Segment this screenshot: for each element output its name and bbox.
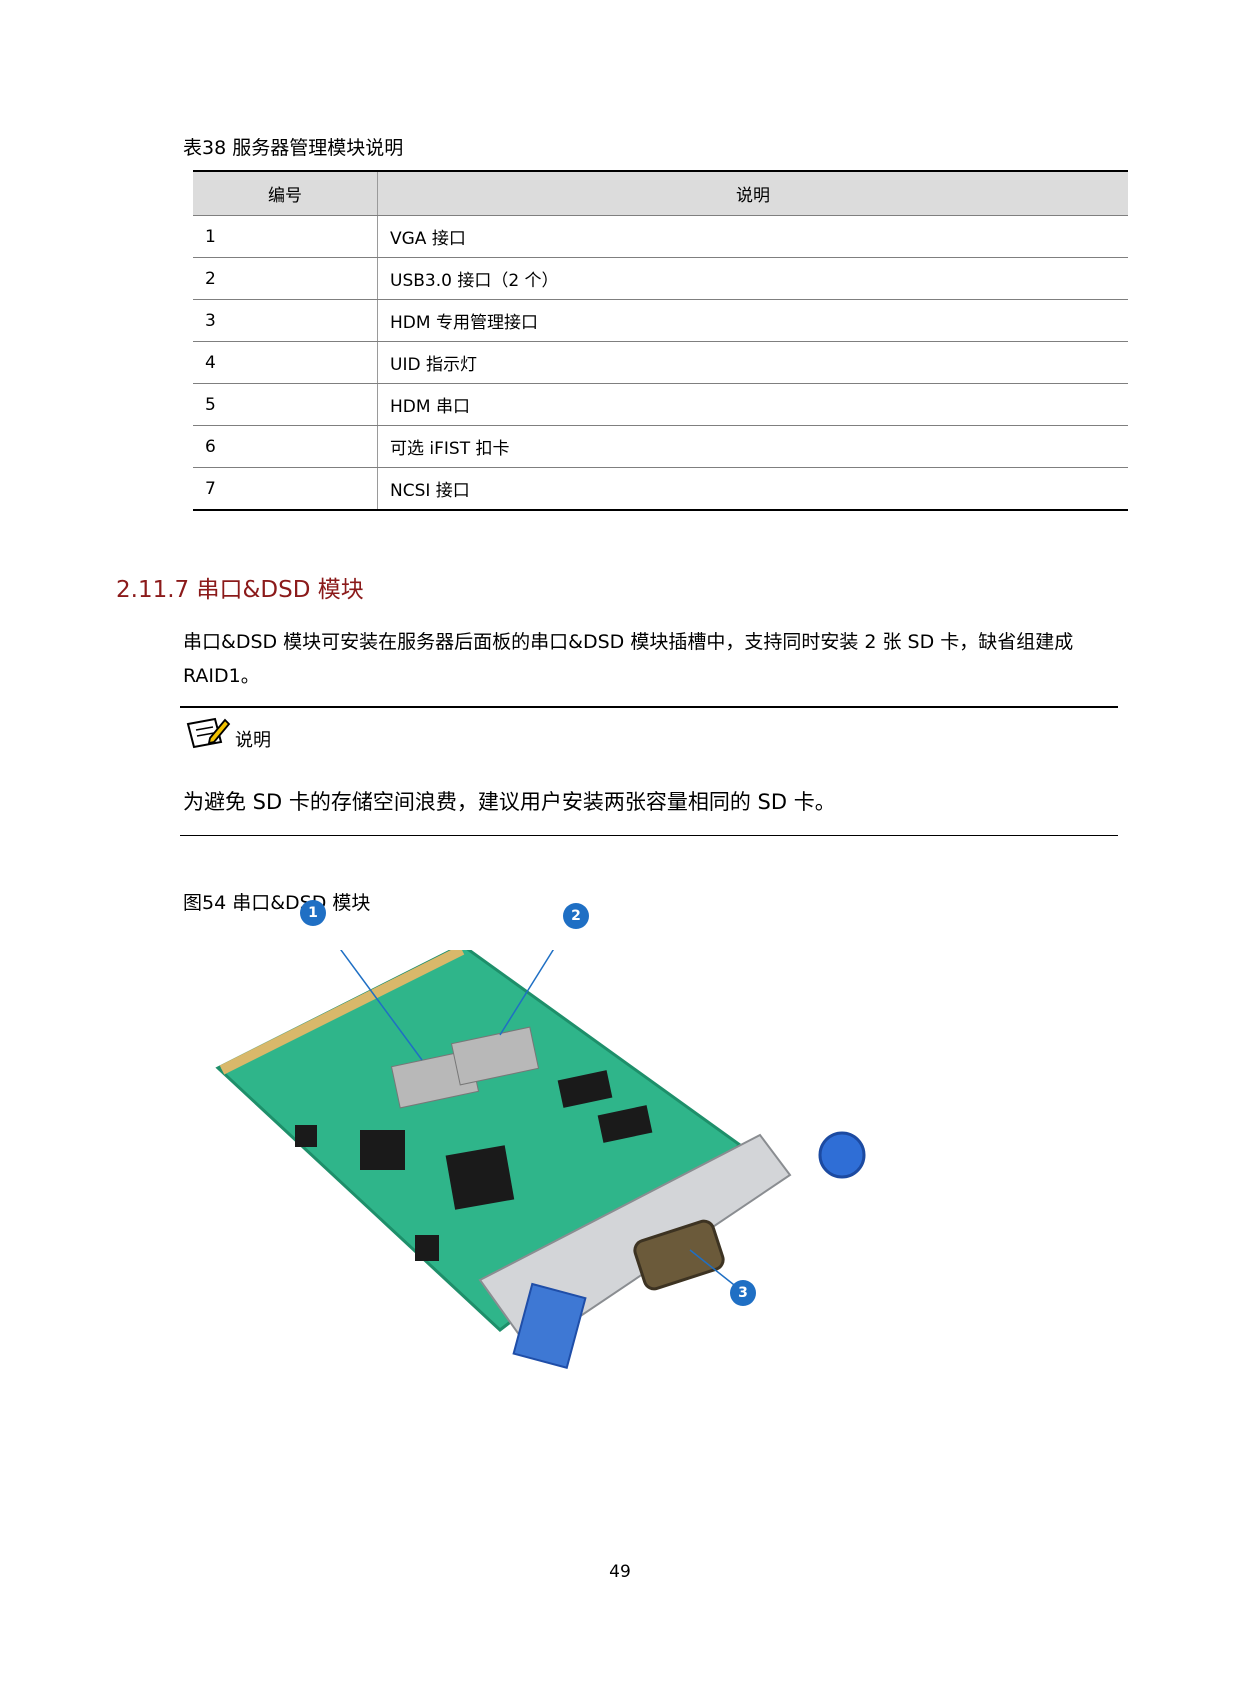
figure-caption: 图54 串口&DSD 模块 <box>183 892 371 914</box>
header-number: 编号 <box>193 170 378 216</box>
section-heading: 2.11.7 串口&DSD 模块 <box>116 577 364 603</box>
row-number: 6 <box>193 425 378 468</box>
page-number: 49 <box>609 1562 631 1582</box>
note-label: 说明 <box>235 730 271 751</box>
chip <box>415 1235 439 1261</box>
sd-card-slot <box>450 1026 540 1086</box>
callout-1: 1 <box>300 900 326 926</box>
header-description: 说明 <box>377 170 1128 216</box>
row-number: 1 <box>193 215 378 258</box>
chip <box>597 1105 653 1143</box>
row-number: 2 <box>193 257 378 300</box>
row-description: UID 指示灯 <box>377 341 1128 384</box>
callout-2: 2 <box>563 903 589 929</box>
note-bottom-rule <box>180 835 1118 836</box>
row-description: USB3.0 接口（2 个） <box>377 257 1128 300</box>
row-number: 4 <box>193 341 378 384</box>
row-number: 3 <box>193 299 378 342</box>
note-text: 为避免 SD 卡的存储空间浪费，建议用户安装两张容量相同的 SD 卡。 <box>183 790 836 814</box>
row-description: HDM 串口 <box>377 383 1128 426</box>
chip <box>360 1130 405 1170</box>
serial-dsd-module-photo <box>215 950 866 1369</box>
callout-3: 3 <box>730 1280 756 1306</box>
note-pencil-icon <box>186 717 231 749</box>
blue-thumbscrew <box>818 1131 866 1179</box>
row-description: HDM 专用管理接口 <box>377 299 1128 342</box>
chip <box>557 1070 613 1108</box>
gold-edge-connector <box>219 950 465 1075</box>
note-top-rule <box>180 706 1118 708</box>
row-description: NCSI 接口 <box>377 467 1128 511</box>
chip <box>445 1145 515 1210</box>
row-number: 7 <box>193 467 378 511</box>
row-number: 5 <box>193 383 378 426</box>
blue-latch <box>512 1282 587 1369</box>
section-body: 串口&DSD 模块可安装在服务器后面板的串口&DSD 模块插槽中，支持同时安装 … <box>183 631 1074 687</box>
row-description: VGA 接口 <box>377 215 1128 258</box>
db9-serial-connector <box>633 1219 725 1291</box>
table-header-row: 编号 说明 <box>193 170 1128 216</box>
chip <box>295 1125 317 1147</box>
row-description: 可选 iFIST 扣卡 <box>377 425 1128 468</box>
table-caption: 表38 服务器管理模块说明 <box>183 137 404 159</box>
